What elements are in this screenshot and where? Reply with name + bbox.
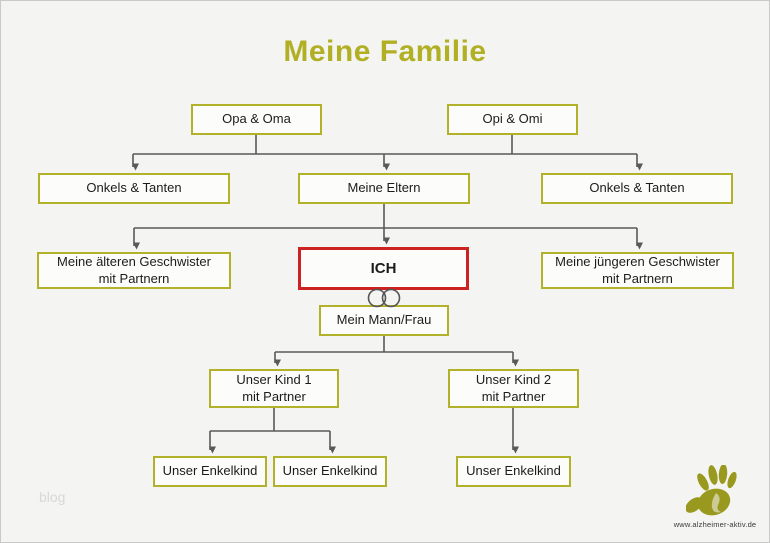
node-onkels-tanten-right: Onkels & Tanten: [541, 173, 733, 204]
site-logo: www.alzheimer-aktiv.de: [665, 465, 765, 529]
node-opi-omi: Opi & Omi: [447, 104, 578, 135]
node-kind-2: Unser Kind 2 mit Partner: [448, 369, 579, 408]
node-meine-eltern: Meine Eltern: [298, 173, 470, 204]
node-enkelkind-2: Unser Enkelkind: [273, 456, 387, 487]
node-aeltere-geschwister: Meine älteren Geschwister mit Partnern: [37, 252, 231, 289]
node-enkelkind-3: Unser Enkelkind: [456, 456, 571, 487]
node-opa-oma: Opa & Oma: [191, 104, 322, 135]
blog-watermark: blog: [39, 489, 66, 505]
node-ich: ICH: [298, 247, 469, 290]
website-url: www.alzheimer-aktiv.de: [673, 520, 757, 529]
node-kind-1: Unser Kind 1 mit Partner: [209, 369, 339, 408]
node-onkels-tanten-left: Onkels & Tanten: [38, 173, 230, 204]
node-enkelkind-1: Unser Enkelkind: [153, 456, 267, 487]
page-title: Meine Familie: [283, 35, 487, 68]
node-mein-mann-frau: Mein Mann/Frau: [319, 305, 449, 336]
handprint-logo-icon: [686, 465, 737, 516]
node-juengere-geschwister: Meine jüngeren Geschwister mit Partnern: [541, 252, 734, 289]
